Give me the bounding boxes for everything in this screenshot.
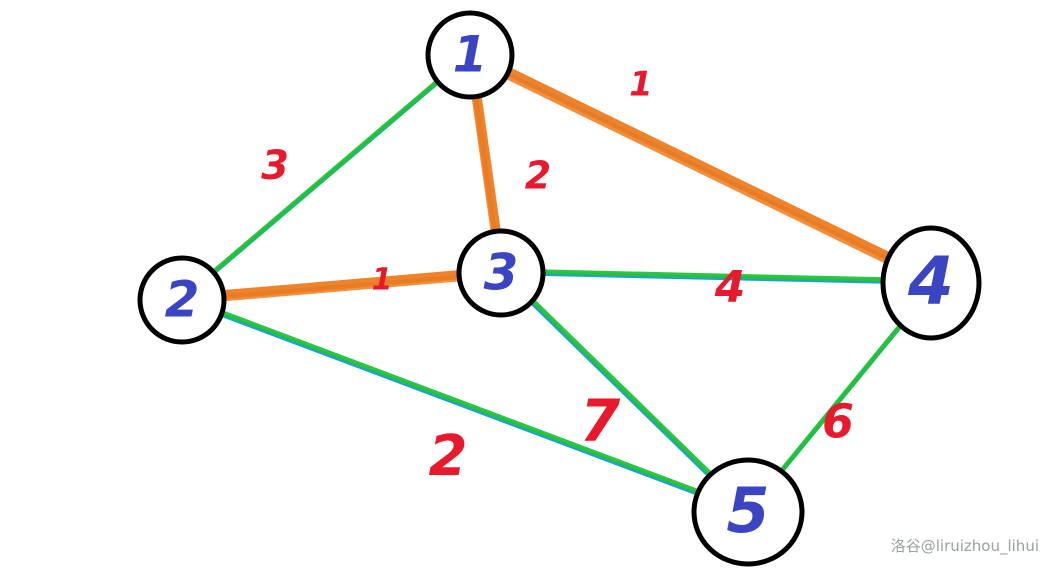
edge-1-4 <box>501 66 896 265</box>
watermark: 洛谷@liruizhou_lihui <box>890 537 1039 555</box>
node-2: 2 <box>137 255 227 345</box>
node-5-circle <box>691 457 805 567</box>
edge-weight-3-5: 7 <box>580 387 621 455</box>
edge-1-4-highlight-stroke2 <box>501 73 891 265</box>
edge-2-5-highlight <box>217 309 704 496</box>
node-5: 5 <box>691 457 805 567</box>
edges-layer <box>210 66 907 497</box>
edge-2-3-highlight <box>218 269 467 300</box>
node-1-label: 1 <box>453 26 488 84</box>
edge-1-3-highlight <box>472 88 501 236</box>
weights-layer: 3 2 1 1 4 7 2 6 <box>261 65 854 490</box>
node-4: 4 <box>880 225 982 341</box>
edge-3-4-highlight <box>539 269 889 283</box>
node-3: 3 <box>456 228 546 318</box>
edge-2-3 <box>217 269 467 302</box>
node-1-circle <box>425 10 515 100</box>
edge-weight-1-3: 2 <box>525 154 551 198</box>
node-2-label: 2 <box>165 271 200 329</box>
edge-2-5 <box>217 309 704 497</box>
edge-weight-2-3: 1 <box>372 263 393 298</box>
node-2-circle <box>137 255 227 345</box>
node-3-label: 3 <box>484 244 519 302</box>
edge-weight-2-5: 2 <box>429 424 468 489</box>
edge-weight-4-5: 6 <box>822 395 854 449</box>
edge-1-2-highlight <box>210 76 444 275</box>
edge-weight-3-4: 4 <box>714 262 746 313</box>
node-4-circle <box>880 225 982 341</box>
nodes-layer: 1 2 3 4 5 <box>137 10 982 567</box>
edge-1-3 <box>471 88 501 239</box>
edge-2-3-highlight-stroke2 <box>217 277 462 302</box>
edge-1-4-highlight <box>502 66 896 263</box>
edge-weight-1-4: 1 <box>629 65 653 105</box>
edge-3-5-highlight <box>528 296 715 479</box>
edge-4-5 <box>778 319 907 476</box>
edge-weight-1-2: 3 <box>261 143 289 189</box>
edge-3-5 <box>527 296 715 480</box>
node-4-label: 4 <box>907 243 954 320</box>
edge-1-2 <box>210 76 444 277</box>
edge-3-4 <box>538 269 889 284</box>
edge-4-5-highlight <box>778 319 907 474</box>
node-1: 1 <box>425 10 515 100</box>
node-5-label: 5 <box>726 474 769 547</box>
edge-1-3-highlight-stroke2 <box>471 95 496 239</box>
node-3-circle <box>456 228 546 318</box>
